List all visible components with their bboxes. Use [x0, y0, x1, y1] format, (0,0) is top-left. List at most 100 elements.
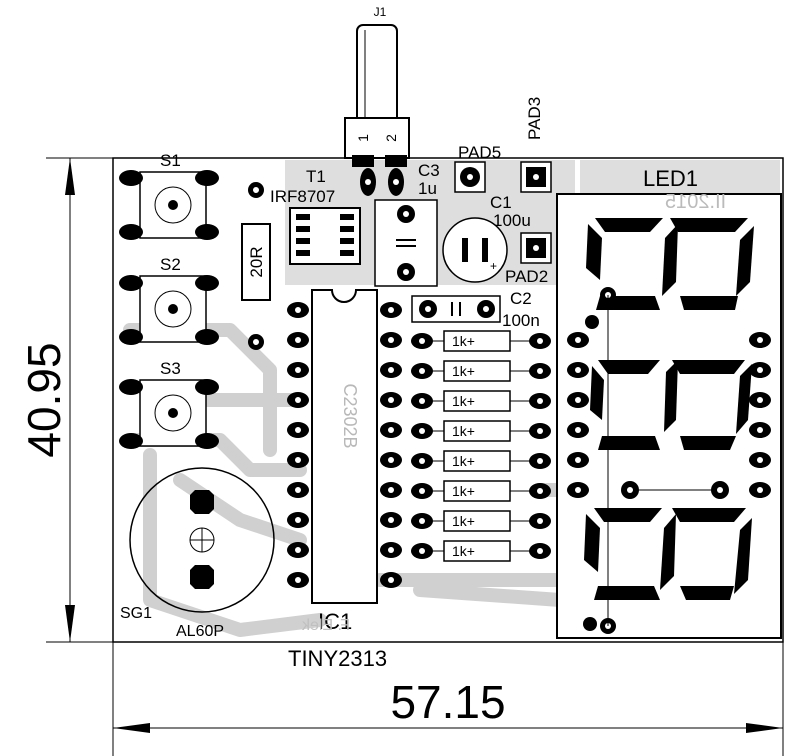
ic1-label: IC1: [318, 609, 352, 634]
ic1-pads: [287, 302, 402, 588]
led1-label: LED1: [643, 166, 698, 191]
c1-value-label: 100u: [493, 211, 531, 230]
resistor-value-label: 1k+: [452, 543, 475, 559]
connector-j1: J1 1 2: [344, 5, 410, 196]
width-dimension: 57.15: [112, 642, 784, 756]
pad-3: PAD3: [520, 97, 552, 193]
ic1-pad-left: [287, 422, 309, 438]
j1-pin1-label: 1: [355, 134, 371, 142]
switch-s3: S3: [119, 359, 219, 449]
resistor-value-label: 1k+: [452, 423, 475, 439]
buzzer-sg1: SG1 AL60P: [120, 467, 275, 640]
al60p-label: AL60P: [176, 623, 224, 640]
resistor-1k: 1k+: [411, 480, 551, 502]
resistor-1k: 1k+: [411, 510, 551, 532]
ic1-pad-right: [380, 542, 402, 558]
resistor-pad-right: [529, 393, 551, 409]
resistor-value-label: 1k+: [452, 513, 475, 529]
c1-label: C1: [490, 193, 512, 212]
c2-label: C2: [510, 289, 532, 308]
resistor-1k: 1k+: [411, 390, 551, 412]
seven-segment-digits: [584, 218, 754, 600]
pad-2: PAD2: [505, 232, 552, 286]
pad-5: PAD5: [454, 143, 501, 193]
led-mirrored-date: II.2015: [665, 191, 726, 213]
resistor-pad-left: [411, 453, 433, 469]
ic1-pad-left: [287, 542, 309, 558]
ic1-pad-left: [287, 572, 309, 588]
resistor-pad-left: [411, 513, 433, 529]
switch-s2: S2: [119, 255, 219, 345]
s2-label: S2: [160, 255, 181, 274]
resistor-pad-right: [529, 453, 551, 469]
led-pad-left: [567, 482, 589, 498]
resistor-pad-right: [529, 363, 551, 379]
resistor-pad-right: [529, 423, 551, 439]
ic1-pad-right: [380, 422, 402, 438]
ic1-pad-right: [380, 302, 402, 318]
resistor-value-label: 1k+: [452, 393, 475, 409]
j1-pin2-label: 2: [383, 134, 399, 142]
ic1-pad-left: [287, 452, 309, 468]
svg-text:+: +: [490, 259, 497, 273]
resistor-1k: 1k+: [411, 420, 551, 442]
ic1-chip: C2302B IC1: [311, 289, 378, 634]
ic1-pad-right: [380, 452, 402, 468]
ic1-pad-left: [287, 332, 309, 348]
resistor-pad-left: [411, 423, 433, 439]
capacitor-c3: C3 1u: [374, 161, 440, 287]
s3-label: S3: [160, 359, 181, 378]
pad2-label: PAD2: [505, 267, 548, 286]
led-pad-left: [567, 452, 589, 468]
resistor-value-label: 1k+: [452, 333, 475, 349]
led-pad-right: [749, 422, 771, 438]
resistor-value-label: 1k+: [452, 453, 475, 469]
ic1-pad-right: [380, 482, 402, 498]
resistor-pad-right: [529, 513, 551, 529]
resistor-pad-right: [529, 333, 551, 349]
led-pad-right: [749, 482, 771, 498]
resistor-pad-right: [529, 483, 551, 499]
resistor-pad-right: [529, 543, 551, 559]
led-right-pads: [749, 332, 771, 498]
c2-value-label: 100n: [502, 311, 540, 330]
resistor-pad-left: [411, 543, 433, 559]
led-pad-right: [749, 362, 771, 378]
resistor-1k: 1k+: [411, 360, 551, 382]
j1-label: J1: [374, 5, 387, 19]
ic1-pad-left: [287, 512, 309, 528]
resistor-1k: 1k+: [411, 450, 551, 472]
led1-display: LED1 II.2015: [556, 166, 782, 639]
transistor-t1: T1 IRF8707: [270, 167, 361, 265]
led-pad-right: [749, 332, 771, 348]
resistor-20r: 20R: [241, 182, 271, 350]
ic1-pad-left: [287, 302, 309, 318]
led-pad-right: [749, 452, 771, 468]
ic1-pad-left: [287, 482, 309, 498]
resistor-pad-left: [411, 393, 433, 409]
switch-s1: S1: [119, 151, 219, 240]
board-outline: [112, 157, 784, 643]
ic1-pad-right: [380, 572, 402, 588]
ic1-pad-right: [380, 332, 402, 348]
t1-part-label: IRF8707: [270, 187, 335, 206]
resistor-value-label: 1k+: [452, 483, 475, 499]
led-left-pads: [567, 332, 589, 498]
resistor-pad-left: [411, 363, 433, 379]
width-dimension-label: 57.15: [390, 676, 505, 728]
r20-label: 20R: [247, 246, 266, 277]
pad5-label: PAD5: [458, 143, 501, 162]
led-pad-left: [567, 392, 589, 408]
led-pad-left: [567, 362, 589, 378]
sg1-label: SG1: [120, 605, 152, 622]
c3-label: C3: [418, 161, 440, 180]
c3-value-label: 1u: [418, 179, 437, 198]
led-pad-right: [749, 392, 771, 408]
mirrored-author-text: F. Elek: [301, 617, 350, 634]
s1-label: S1: [160, 151, 181, 170]
ic1-pad-left: [287, 362, 309, 378]
resistor-pad-left: [411, 483, 433, 499]
capacitor-c1: C1 100u +: [442, 193, 531, 283]
